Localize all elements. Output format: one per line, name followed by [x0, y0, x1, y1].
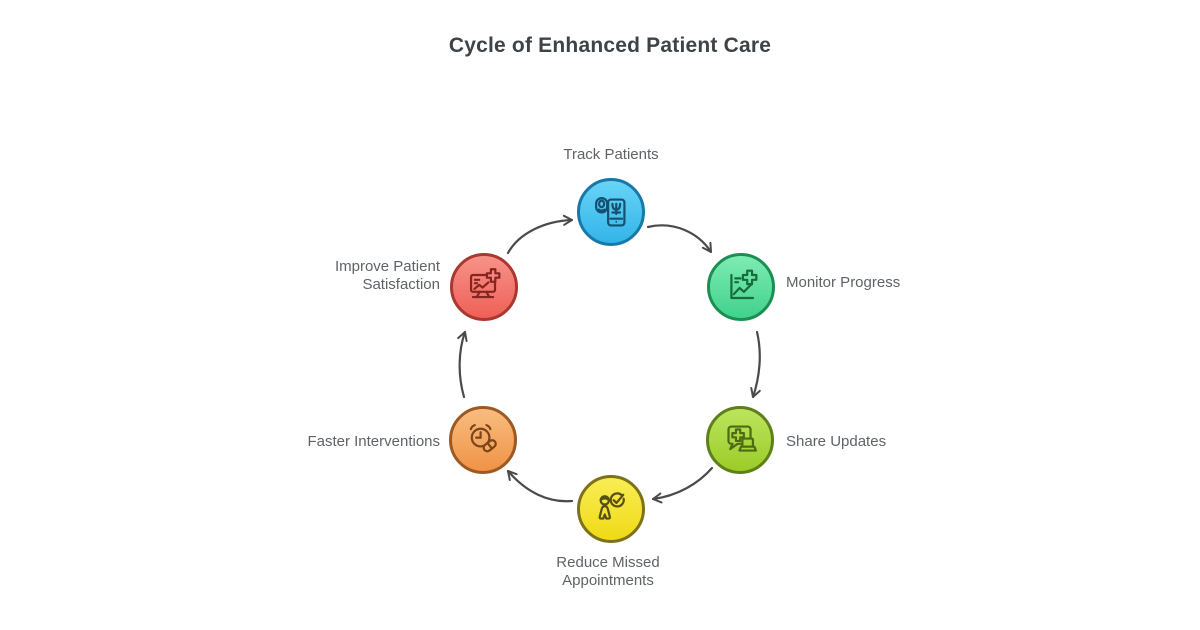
node-circle-track-patients — [577, 178, 645, 246]
arrow-track-to-monitor — [646, 224, 713, 254]
node-track-patients — [577, 178, 645, 246]
node-circle-monitor-progress — [707, 253, 775, 321]
node-circle-faster-interventions — [449, 406, 517, 474]
node-improve-patient-satisfaction — [450, 253, 518, 321]
node-label-faster-interventions: Faster Interventions — [307, 433, 440, 450]
node-monitor-progress — [707, 253, 775, 321]
node-share-updates — [706, 406, 774, 474]
phone-fingerprint-icon — [595, 197, 626, 227]
arrow-reduce-to-faster — [506, 469, 574, 503]
node-label-improve-patient-satisfaction: Improve Patient Satisfaction — [334, 258, 440, 293]
clock-pill-icon — [469, 424, 497, 453]
page-title: Cycle of Enhanced Patient Care — [448, 34, 772, 57]
node-label-share-updates: Share Updates — [786, 433, 887, 450]
health-chart-icon — [730, 269, 758, 300]
node-circle-share-updates — [706, 406, 774, 474]
node-circle-improve-patient-satisfaction — [450, 253, 518, 321]
node-label-track-patients: Track Patients — [563, 146, 659, 163]
chat-bubble-laptop-icon — [727, 425, 758, 452]
arrow-share-to-reduce — [651, 466, 714, 504]
arrow-improve-to-track — [506, 214, 574, 255]
node-label-reduce-missed-appointments: Reduce Missed Appointments — [556, 554, 660, 589]
node-reduce-missed-appointments — [577, 475, 645, 543]
node-label-monitor-progress: Monitor Progress — [786, 274, 901, 291]
monitor-health-icon — [469, 268, 501, 299]
arrow-monitor-to-share — [750, 330, 761, 399]
node-circle-reduce-missed-appointments — [577, 475, 645, 543]
node-faster-interventions — [449, 406, 517, 474]
arrow-faster-to-improve — [457, 330, 468, 399]
patient-check-icon — [598, 492, 625, 520]
